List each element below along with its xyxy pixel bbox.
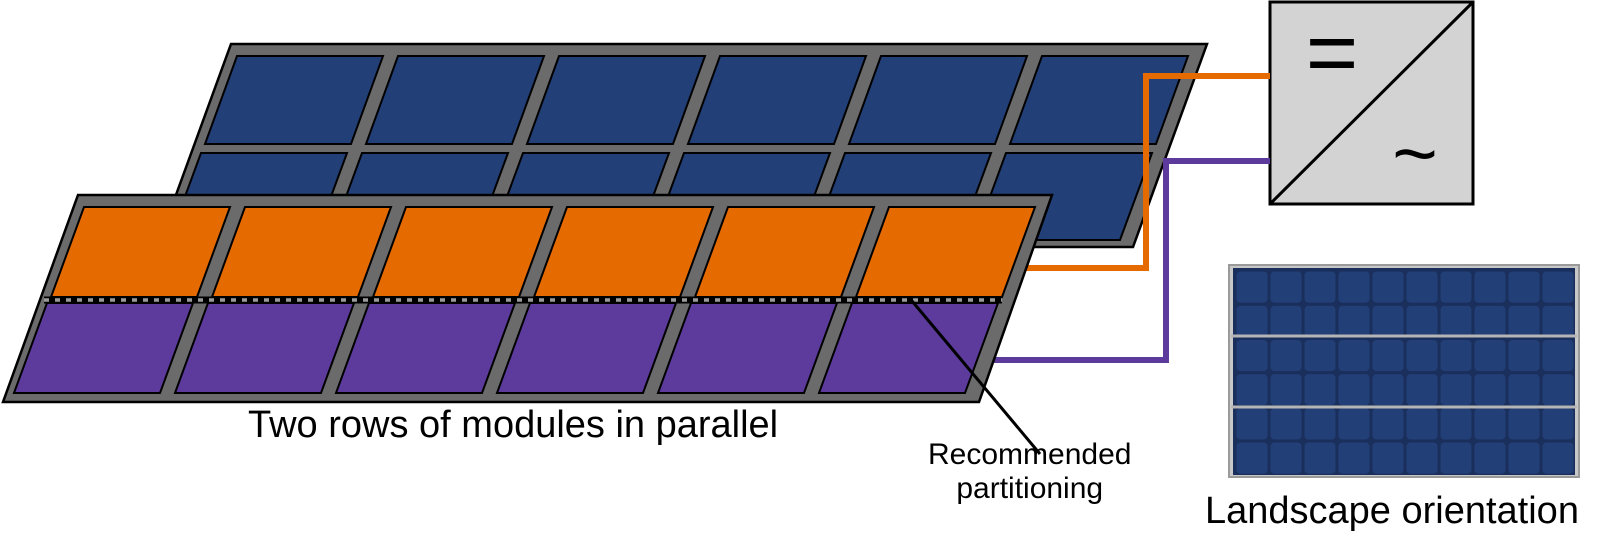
landscape-cell (1270, 305, 1302, 337)
landscape-cell (1338, 442, 1370, 474)
landscape-cell (1270, 374, 1302, 406)
landscape-cell (1440, 374, 1472, 406)
landscape-cell (1338, 305, 1370, 337)
landscape-cell (1372, 339, 1404, 372)
inverter-dc-symbol: = (1306, 3, 1359, 103)
landscape-cell (1508, 339, 1540, 372)
landscape-cell (1474, 339, 1506, 372)
landscape-cell (1236, 305, 1268, 337)
landscape-cell (1304, 271, 1336, 303)
landscape-cell (1372, 374, 1404, 406)
landscape-cell (1372, 408, 1404, 440)
landscape-cell (1372, 442, 1404, 474)
landscape-cell (1338, 271, 1370, 303)
landscape-cell (1372, 305, 1404, 337)
landscape-cell (1304, 339, 1336, 372)
landscape-cell (1338, 408, 1370, 440)
landscape-cell (1338, 339, 1370, 372)
landscape-cell (1406, 339, 1438, 372)
landscape-cell (1304, 408, 1336, 440)
landscape-cell (1508, 442, 1540, 474)
purple-string-cells (12, 302, 1000, 394)
landscape-cell (1270, 408, 1302, 440)
landscape-cell (1440, 339, 1472, 372)
landscape-cell (1440, 271, 1472, 303)
solar-panel-icon (1228, 264, 1580, 478)
landscape-cell (1304, 374, 1336, 406)
landscape-cell (1542, 305, 1574, 337)
orange-string-wire (1012, 73, 1270, 271)
partition-caption-line-1: Recommended (928, 438, 1132, 471)
landscape-cell (1542, 271, 1574, 303)
partition-pointer-line (910, 300, 1042, 455)
landscape-cell (1406, 408, 1438, 440)
landscape-cell (1474, 408, 1506, 440)
landscape-cell (1474, 271, 1506, 303)
landscape-cell (1440, 305, 1472, 337)
landscape-cell (1406, 442, 1438, 474)
landscape-cell (1406, 305, 1438, 337)
landscape-cell (1236, 374, 1268, 406)
recommended-partitioning-caption: Recommended partitioning (928, 438, 1131, 506)
landscape-cell (1508, 271, 1540, 303)
landscape-orientation-caption: Landscape orientation (1205, 490, 1579, 532)
front-panel-array (1, 193, 1054, 404)
two-rows-caption: Two rows of modules in parallel (248, 404, 779, 446)
landscape-cell (1236, 442, 1268, 474)
landscape-cell (1508, 374, 1540, 406)
landscape-cell (1304, 442, 1336, 474)
landscape-cell (1236, 271, 1268, 303)
landscape-cell (1406, 271, 1438, 303)
landscape-cell (1474, 374, 1506, 406)
purple-string-wire (982, 158, 1270, 363)
inverter-diagonal (1269, 1, 1474, 205)
landscape-cell (1542, 442, 1574, 474)
landscape-cell (1304, 305, 1336, 337)
landscape-cell (1270, 442, 1302, 474)
landscape-cell (1372, 271, 1404, 303)
landscape-cell (1474, 305, 1506, 337)
landscape-cell (1542, 374, 1574, 406)
landscape-cell (1440, 442, 1472, 474)
landscape-cell (1270, 339, 1302, 372)
landscape-cell (1270, 271, 1302, 303)
landscape-module-cells (1236, 271, 1574, 474)
partition-caption-line-2: partitioning (956, 472, 1104, 505)
landscape-cell (1236, 339, 1268, 372)
landscape-cell (1474, 442, 1506, 474)
landscape-cell (1236, 408, 1268, 440)
landscape-cell (1542, 339, 1574, 372)
landscape-cell (1542, 408, 1574, 440)
landscape-cell (1440, 408, 1472, 440)
inverter-ac-symbol: ~ (1392, 109, 1438, 197)
dc-ac-inverter-icon: = ~ (1268, 0, 1475, 206)
landscape-cell (1508, 408, 1540, 440)
landscape-cell (1406, 374, 1438, 406)
landscape-cell (1508, 305, 1540, 337)
landscape-cell (1338, 374, 1370, 406)
